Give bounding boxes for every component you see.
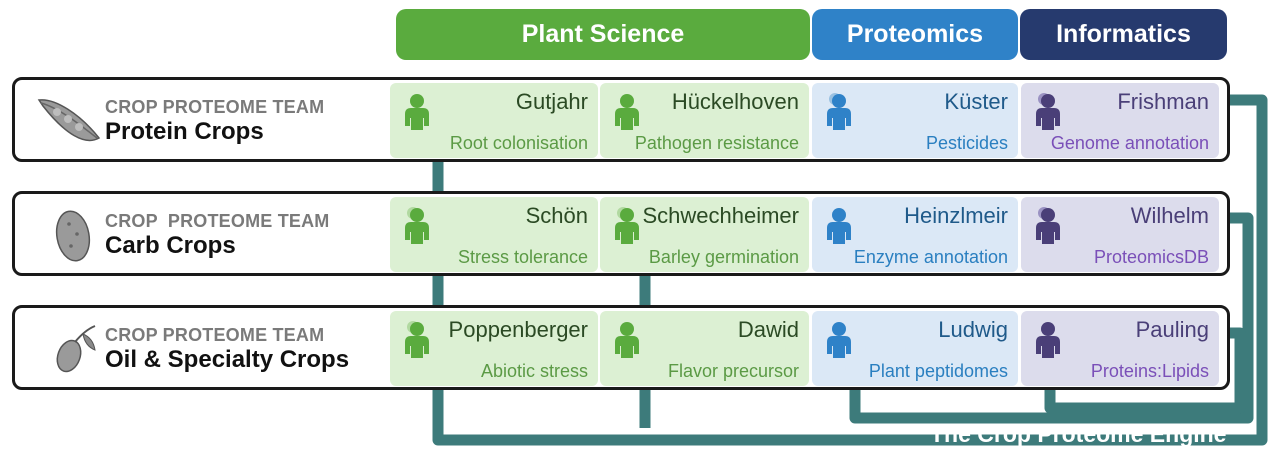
header-informatics-label: Informatics — [1056, 20, 1191, 48]
header-plant-science-label: Plant Science — [521, 20, 685, 48]
person-icon — [827, 93, 851, 130]
member-topic: Stress tolerance — [457, 247, 588, 267]
team-name: Oil & Specialty Crops — [105, 346, 350, 373]
header-plant-science: Plant Science — [396, 9, 810, 60]
person-icon — [1036, 93, 1060, 130]
person-icon — [615, 322, 639, 358]
member-card: Poppenberger Abiotic stress — [390, 311, 598, 386]
member-name: Gutjahr — [515, 89, 588, 114]
member-name: Ludwig — [938, 317, 1008, 342]
member-name: Schön — [525, 203, 588, 228]
member-card: Gutjahr Root colonisation — [390, 83, 598, 158]
person-icon — [1036, 322, 1060, 358]
member-name: Wilhelm — [1130, 203, 1209, 228]
member-topic: Flavor precursor — [667, 361, 799, 381]
engine-label: The Crop Proteome Engine — [930, 421, 1227, 447]
member-topic: Pesticides — [925, 133, 1008, 153]
member-name: Dawid — [737, 317, 799, 342]
header-proteomics: Proteomics — [812, 9, 1018, 60]
member-name: Pauling — [1135, 317, 1209, 342]
member-topic: Barley germination — [648, 247, 799, 267]
team-name: Carb Crops — [105, 232, 236, 259]
header-proteomics-label: Proteomics — [846, 20, 984, 48]
team-subtitle: CROP PROTEOME TEAM — [105, 211, 330, 231]
member-name: Poppenberger — [448, 317, 588, 342]
member-name: Heinzlmeir — [904, 203, 1008, 228]
member-name: Frishman — [1117, 89, 1209, 114]
member-card: Hückelhoven Pathogen resistance — [600, 83, 809, 158]
member-topic: Pathogen resistance — [634, 133, 799, 153]
person-icon — [615, 94, 639, 130]
header-informatics: Informatics — [1020, 9, 1227, 60]
member-card: Wilhelm ProteomicsDB — [1021, 197, 1219, 272]
person-icon — [827, 322, 851, 358]
team-row-oil-specialty-crops: CROP PROTEOME TEAM Oil & Specialty Crops… — [12, 305, 1230, 390]
member-topic: Abiotic stress — [480, 361, 588, 381]
member-card: Frishman Genome annotation — [1021, 83, 1219, 158]
member-topic: Root colonisation — [449, 133, 588, 153]
member-card: Dawid Flavor precursor — [600, 311, 809, 386]
member-card: Pauling Proteins:Lipids — [1021, 311, 1219, 386]
member-name: Schwechheimer — [642, 203, 799, 228]
person-icon — [827, 208, 851, 244]
member-name: Küster — [944, 89, 1008, 114]
person-icon — [405, 94, 429, 130]
team-subtitle: CROP PROTEOME TEAM — [105, 97, 325, 117]
member-topic: Plant peptidomes — [868, 361, 1008, 381]
team-subtitle: CROP PROTEOME TEAM — [105, 325, 325, 345]
person-icon — [405, 207, 429, 244]
member-card: Schwechheimer Barley germination — [600, 197, 809, 272]
member-topic: Enzyme annotation — [853, 247, 1008, 267]
person-icon — [615, 207, 639, 244]
pea-pod-icon — [37, 99, 101, 142]
member-topic: Proteins:Lipids — [1090, 361, 1209, 381]
team-name: Protein Crops — [105, 118, 264, 145]
member-card: Ludwig Plant peptidomes — [812, 311, 1018, 386]
olive-icon — [56, 325, 96, 373]
person-icon — [405, 321, 429, 358]
person-icon — [1036, 207, 1060, 244]
member-topic: ProteomicsDB — [1093, 247, 1209, 267]
member-card: Schön Stress tolerance — [390, 197, 598, 272]
potato-icon — [55, 210, 91, 262]
member-name: Hückelhoven — [671, 89, 799, 114]
team-row-protein-crops: CROP PROTEOME TEAM Protein Crops Gutjahr… — [12, 77, 1230, 162]
member-card: Küster Pesticides — [812, 83, 1018, 158]
team-row-carb-crops: CROP PROTEOME TEAM Carb Crops Schön Stre… — [12, 191, 1230, 276]
member-card: Heinzlmeir Enzyme annotation — [812, 197, 1018, 272]
member-topic: Genome annotation — [1050, 133, 1209, 153]
